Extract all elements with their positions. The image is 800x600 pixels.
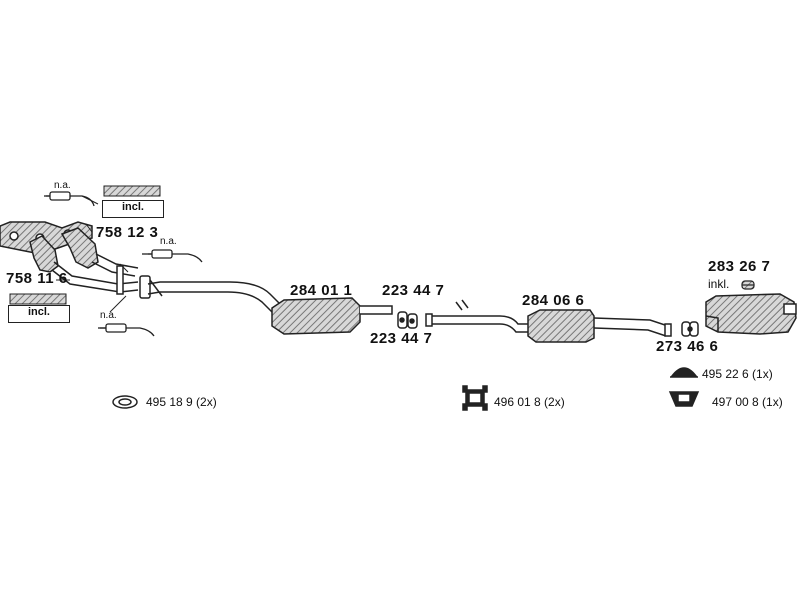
leader-lines xyxy=(56,195,129,313)
oxygen-sensor-bottom xyxy=(98,323,155,337)
part-758-12-3: 758 12 3 xyxy=(96,224,159,241)
hanger-495-22-6-icon xyxy=(670,367,698,378)
rear-hanger-inkl xyxy=(741,280,755,290)
intermediate-pipe xyxy=(425,299,530,333)
gasket-incl-left xyxy=(9,293,67,305)
part-283-26-7: 283 26 7 xyxy=(708,258,771,275)
part-284-06-6: 284 06 6 xyxy=(522,292,585,309)
accessory-496-01-8: 496 01 8 (2x) xyxy=(494,395,565,409)
centre-silencer xyxy=(271,297,393,335)
accessory-495-22-6: 495 22 6 (1x) xyxy=(702,367,773,381)
gasket-incl-top xyxy=(103,185,161,197)
rear-connecting-pipe xyxy=(593,317,672,337)
incl-box-left-label: incl. xyxy=(27,306,50,318)
part-758-11-6: 758 11 6 xyxy=(6,270,68,287)
note-na-bottom: n.a. xyxy=(100,310,117,321)
manifold-catalytic-converters xyxy=(29,227,99,273)
incl-box-top: incl. xyxy=(102,200,164,218)
accessory-497-00-8: 497 00 8 (1x) xyxy=(712,395,783,409)
part-223-44-7-top: 223 44 7 xyxy=(382,282,445,299)
part-284-01-1: 284 01 1 xyxy=(290,282,353,299)
rear-silencer xyxy=(705,293,797,335)
oxygen-sensor-top xyxy=(44,191,95,207)
oxygen-sensor-mid xyxy=(142,249,203,263)
gasket-ring-icon xyxy=(112,395,138,409)
rubber-mount-icon xyxy=(462,385,488,411)
downpipe xyxy=(51,253,151,299)
incl-box-left: incl. xyxy=(8,305,70,323)
note-na-top: n.a. xyxy=(54,180,71,191)
front-pipe xyxy=(147,279,281,313)
accessory-495-18-9: 495 18 9 (2x) xyxy=(146,395,217,409)
part-273-46-6: 273 46 6 xyxy=(656,338,719,355)
incl-box-top-label: incl. xyxy=(121,201,144,213)
clamp-273-46-6 xyxy=(681,321,699,337)
clamps-223-44-7 xyxy=(397,311,418,329)
note-inkl: inkl. xyxy=(708,277,730,291)
note-na-mid: n.a. xyxy=(160,236,177,247)
bracket-497-00-8-icon xyxy=(668,391,700,407)
part-223-44-7-bottom: 223 44 7 xyxy=(370,330,433,347)
middle-silencer xyxy=(527,309,595,343)
